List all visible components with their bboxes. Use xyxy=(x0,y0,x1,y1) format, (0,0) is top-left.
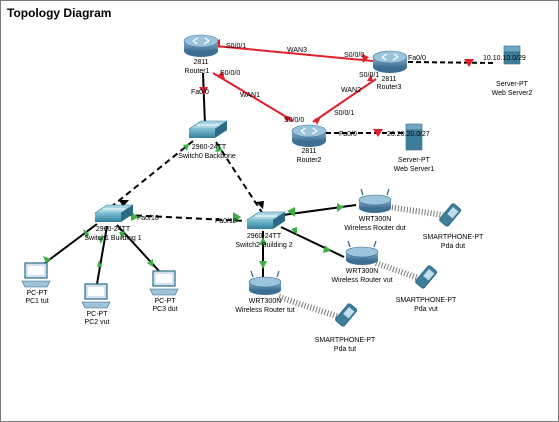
pda-tut-model: SMARTPHONE-PT xyxy=(315,337,376,344)
pc1[interactable] xyxy=(21,262,51,288)
wan2-label: WAN2 xyxy=(341,87,361,94)
server2[interactable] xyxy=(503,45,521,65)
switch2-wrdut-link[interactable] xyxy=(282,204,357,216)
wan2-link[interactable] xyxy=(312,78,377,123)
wr-dut-name: Wireless Router dut xyxy=(344,225,406,232)
r3-s000-label: S0/0/0 xyxy=(344,52,364,59)
pc2-model: PC-PT xyxy=(87,311,109,318)
router2[interactable] xyxy=(291,124,327,147)
pda-vut-name: Pda vut xyxy=(414,306,438,313)
switch1-pc2-link[interactable] xyxy=(96,225,108,285)
r1-s001-label: S0/0/1 xyxy=(226,43,246,50)
pda-tut-name: Pda tut xyxy=(334,346,356,353)
server2-network: 10.10.10.0/29 xyxy=(483,55,526,62)
pc3-name: PC3 dut xyxy=(152,306,177,313)
wr-vut[interactable] xyxy=(345,240,379,265)
sw2-fa018-label: Fa0/18 xyxy=(215,218,237,225)
switch2-name: Switch2 Building 2 xyxy=(235,242,292,249)
switch1[interactable] xyxy=(94,204,134,222)
pc3[interactable] xyxy=(149,270,179,296)
switch0-switch2-link[interactable] xyxy=(215,141,264,215)
sw1-fa018-label: Fa0/18 xyxy=(137,215,159,222)
pda-dut[interactable] xyxy=(439,203,462,227)
router-arrows-icon xyxy=(381,53,399,61)
pda-tut[interactable] xyxy=(335,303,358,327)
server2-name: Web Server2 xyxy=(492,90,533,97)
server1-name: Web Server1 xyxy=(394,166,435,173)
server1-network: 20.20.20.0/27 xyxy=(387,131,430,138)
router3-model: 2811 xyxy=(381,76,396,83)
pda-dut-name: Pda dut xyxy=(441,243,465,250)
wr-tut-model: WRT300N xyxy=(249,298,282,305)
router3[interactable] xyxy=(372,50,408,73)
r2-s001-label: S0/0/1 xyxy=(334,110,354,117)
pc3-model: PC-PT xyxy=(155,298,177,305)
server1[interactable] xyxy=(405,123,423,151)
router-arrows-icon xyxy=(192,37,210,45)
switch0-switch1-link[interactable] xyxy=(110,140,194,208)
wireless-dut-link xyxy=(388,204,444,218)
wan1-link[interactable] xyxy=(212,72,294,122)
wr-tut-name: Wireless Router tut xyxy=(235,307,295,314)
switch2-model: 2960-24TT xyxy=(247,233,282,240)
router2-model: 2811 xyxy=(301,148,316,155)
switch0[interactable] xyxy=(188,120,228,138)
pc1-name: PC1 tut xyxy=(25,298,48,305)
r1-s000-label: S0/0/0 xyxy=(220,70,240,77)
router1-model: 2811 xyxy=(193,59,208,66)
router1-switch0-link[interactable] xyxy=(202,72,206,126)
router2-name: Router2 xyxy=(297,157,322,164)
pc2-name: PC2 vut xyxy=(85,319,110,326)
server1-model: Server-PT xyxy=(398,157,431,164)
pc1-model: PC-PT xyxy=(27,290,49,297)
server2-model: Server-PT xyxy=(496,81,529,88)
wr-dut[interactable] xyxy=(358,188,392,213)
r1-fa00-label: Fa0/0 xyxy=(191,89,209,96)
wireless-vut-link xyxy=(374,260,423,282)
wr-tut[interactable] xyxy=(248,270,282,295)
pda-vut-model: SMARTPHONE-PT xyxy=(396,297,457,304)
pda-dut-model: SMARTPHONE-PT xyxy=(423,234,484,241)
r2-s000-label: S0/0/0 xyxy=(284,117,304,124)
wan3-label: WAN3 xyxy=(287,47,307,54)
router3-name: Router3 xyxy=(377,84,402,91)
diagram-title: Topology Diagram xyxy=(7,6,112,20)
router-arrows-icon xyxy=(300,127,318,135)
wr-dut-model: WRT300N xyxy=(359,216,392,223)
wan1-label: WAN1 xyxy=(240,92,260,99)
switch0-name: Switch0 Backbone xyxy=(178,153,236,160)
switch0-model: 2960-24TT xyxy=(192,144,227,151)
r3-s001-label: S0/0/1 xyxy=(359,72,379,79)
switch1-name: Switch1 Building 1 xyxy=(84,235,141,242)
wr-vut-model: WRT300N xyxy=(346,268,379,275)
switch1-switch2-link[interactable] xyxy=(125,214,247,222)
r2-fa00-label: Fa0/0 xyxy=(339,131,357,138)
wan3-link[interactable] xyxy=(214,45,374,62)
wr-vut-name: Wireless Router vut xyxy=(331,277,392,284)
pda-vut[interactable] xyxy=(415,265,438,289)
server2-link[interactable] xyxy=(407,61,497,64)
switch1-model: 2960-24TT xyxy=(96,226,131,233)
router1[interactable] xyxy=(183,34,219,57)
switch2-wrvut-link[interactable] xyxy=(280,226,345,258)
pc2[interactable] xyxy=(81,283,111,309)
switch2[interactable] xyxy=(246,211,286,229)
r3-fa00-label: Fa0/0 xyxy=(408,55,426,62)
router1-name: Router1 xyxy=(185,68,210,75)
